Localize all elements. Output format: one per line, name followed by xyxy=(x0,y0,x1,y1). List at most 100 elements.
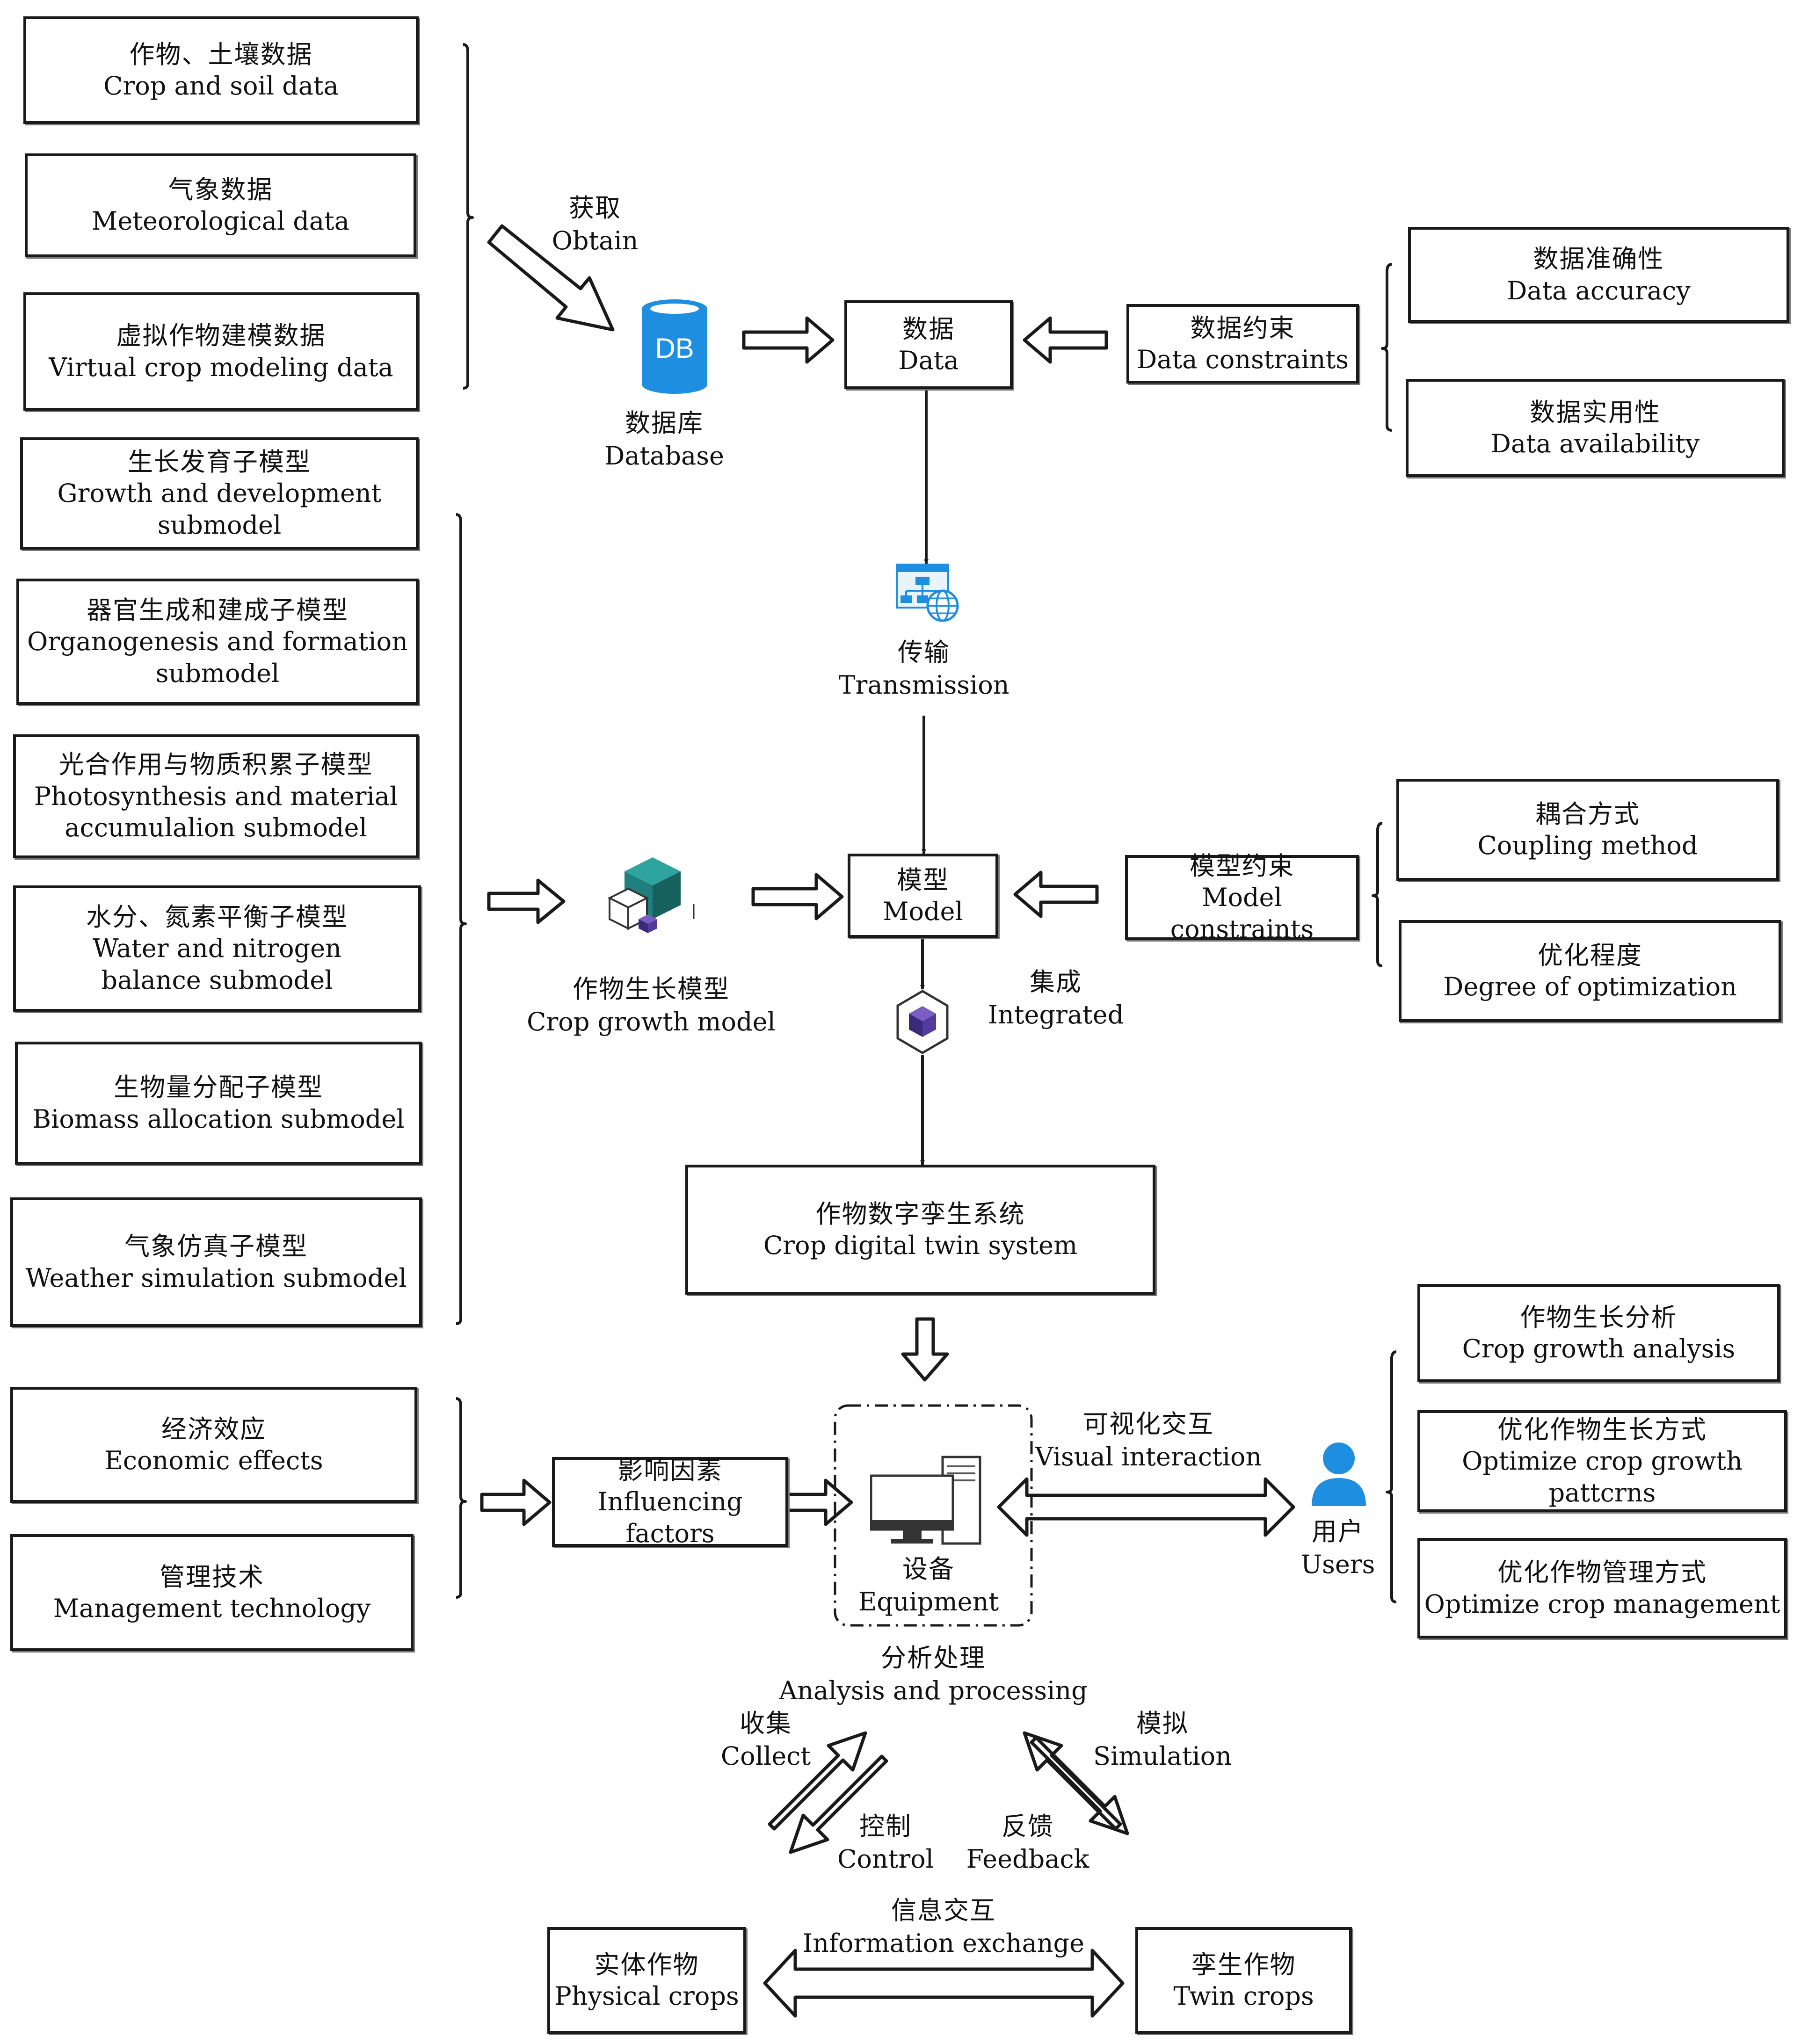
crop-growth-model-zh: 作物生长模型 xyxy=(573,974,730,1004)
equipment-label: 设备 Equipment xyxy=(858,1553,999,1618)
obtain-label: 获取 Obtain xyxy=(552,192,639,257)
optimize-patterns-zh: 优化作物生长方式 xyxy=(1497,1414,1707,1444)
physical-zh: 实体作物 xyxy=(594,1950,699,1979)
optimization-en: Degree of optimization xyxy=(1443,972,1737,1001)
simulation-label: 模拟 Simulation xyxy=(1093,1707,1232,1773)
photosynthesis-en1: Photosynthesis and material xyxy=(34,781,398,811)
simulation-en: Simulation xyxy=(1093,1741,1232,1771)
arrow-factors-to-influencing xyxy=(480,1479,552,1526)
crop-soil-en: Crop and soil data xyxy=(103,71,339,101)
influencing-zh: 影响因素 xyxy=(617,1455,723,1485)
organogenesis-en2: submodel xyxy=(155,658,280,688)
arrow-constraints-to-model xyxy=(1013,870,1099,918)
arrow-information-exchange xyxy=(763,1949,1125,2018)
management-technology-box: 管理技术 Management technology xyxy=(10,1534,414,1651)
arrow-db-to-data xyxy=(742,316,835,364)
information-exchange-zh: 信息交互 xyxy=(891,1896,996,1925)
integration-hexagon-icon xyxy=(896,990,949,1054)
influencing-en: Influencing factors xyxy=(597,1487,743,1548)
optimize-patterns-en: Optimize crop growth pattcrns xyxy=(1462,1446,1743,1508)
twin-zh: 孪生作物 xyxy=(1191,1950,1296,1979)
integrated-zh: 集成 xyxy=(1029,967,1082,997)
weather-zh: 气象仿真子模型 xyxy=(124,1232,308,1261)
visual-interaction-zh: 可视化交互 xyxy=(1083,1409,1214,1439)
optimize-management-en: Optimize crop management xyxy=(1424,1589,1780,1619)
integrated-label: 集成 Integrated xyxy=(988,966,1124,1031)
physical-en: Physical crops xyxy=(554,1981,739,2011)
data-constraints-box: 数据约束 Data constraints xyxy=(1126,304,1359,384)
arrow-collect xyxy=(768,1731,867,1831)
data-constraints-en: Data constraints xyxy=(1137,345,1349,374)
database-zh: 数据库 xyxy=(625,408,704,438)
arrow-growth-to-model xyxy=(751,873,844,921)
integrated-en: Integrated xyxy=(988,1000,1124,1030)
data-accuracy-en: Data accuracy xyxy=(1507,275,1691,305)
growth-analysis-zh: 作物生长分析 xyxy=(1520,1302,1678,1332)
growth-submodel-en1: Growth and development xyxy=(57,478,382,508)
model-box: 模型 Model xyxy=(848,854,998,938)
coupling-method-box: 耦合方式 Coupling method xyxy=(1396,779,1779,881)
feedback-label: 反馈 Feedback xyxy=(966,1810,1089,1876)
economic-en: Economic effects xyxy=(104,1446,323,1475)
arrow-system-to-equipment xyxy=(901,1317,949,1382)
optimize-management-zh: 优化作物管理方式 xyxy=(1497,1558,1707,1587)
growth-submodel-en2: submodel xyxy=(157,510,282,540)
arrow-influencing-to-equipment xyxy=(784,1479,853,1526)
twin-system-zh: 作物数字孪生系统 xyxy=(815,1199,1025,1229)
information-exchange-label: 信息交互 Information exchange xyxy=(803,1894,1084,1960)
optimization-zh: 优化程度 xyxy=(1538,940,1642,970)
optimize-management-box: 优化作物管理方式 Optimize crop management xyxy=(1417,1538,1787,1638)
optimize-growth-patterns-box: 优化作物生长方式 Optimize crop growth pattcrns xyxy=(1417,1410,1787,1512)
collect-label: 收集 Collect xyxy=(721,1707,811,1773)
economic-zh: 经济效应 xyxy=(161,1414,266,1444)
crop-digital-twin-system-box: 作物数字孪生系统 Crop digital twin system xyxy=(685,1165,1155,1295)
coupling-zh: 耦合方式 xyxy=(1535,799,1640,829)
visual-interaction-en: Visual interaction xyxy=(1035,1442,1262,1472)
users-label: 用户 Users xyxy=(1301,1515,1375,1581)
analysis-zh: 分析处理 xyxy=(880,1643,986,1673)
arrow-visual-interaction xyxy=(997,1477,1295,1537)
data-en: Data xyxy=(898,346,959,375)
biomass-submodel-box: 生物量分配子模型 Biomass allocation submodel xyxy=(15,1042,422,1165)
crop-growth-model-icon xyxy=(607,857,695,933)
management-zh: 管理技术 xyxy=(160,1562,264,1592)
crop-growth-analysis-box: 作物生长分析 Crop growth analysis xyxy=(1417,1284,1780,1382)
meteorological-data-box: 气象数据 Meteorological data xyxy=(25,153,416,257)
photosynthesis-en2: accumulalion submodel xyxy=(65,813,367,843)
analysis-processing-label: 分析处理 Analysis and processing xyxy=(779,1642,1087,1707)
users-en: Users xyxy=(1300,1550,1375,1580)
management-en: Management technology xyxy=(53,1594,371,1623)
transmission-en: Transmission xyxy=(838,670,1009,700)
data-zh: 数据 xyxy=(902,314,955,344)
water-nitrogen-zh: 水分、氮素平衡子模型 xyxy=(86,902,348,932)
influencing-factors-box: 影响因素 Influencing factors xyxy=(552,1455,788,1548)
growth-analysis-en: Crop growth analysis xyxy=(1462,1334,1736,1363)
weather-submodel-box: 气象仿真子模型 Weather simulation submodel xyxy=(10,1197,422,1327)
model-constraints-zh: 模型约束 xyxy=(1190,851,1294,881)
simulation-zh: 模拟 xyxy=(1136,1709,1189,1738)
degree-of-optimization-box: 优化程度 Degree of optimization xyxy=(1399,920,1781,1022)
coupling-en: Coupling method xyxy=(1477,831,1698,860)
virtual-modeling-en: Virtual crop modeling data xyxy=(49,352,393,382)
organogenesis-zh: 器官生成和建成子模型 xyxy=(87,595,349,625)
physical-crops-box: 实体作物 Physical crops xyxy=(547,1927,746,2034)
growth-submodel-zh: 生长发育子模型 xyxy=(128,447,311,477)
collect-en: Collect xyxy=(720,1741,811,1771)
data-availability-en: Data availability xyxy=(1490,429,1700,458)
network-transmission-icon xyxy=(896,564,959,622)
biomass-zh: 生物量分配子模型 xyxy=(114,1073,323,1102)
data-constraints-zh: 数据约束 xyxy=(1190,313,1295,343)
database-icon: DB xyxy=(642,299,707,394)
feedback-zh: 反馈 xyxy=(1001,1812,1054,1841)
brace-submodels xyxy=(456,513,467,1325)
photosynthesis-submodel-box: 光合作用与物质积累子模型 Photosynthesis and material… xyxy=(13,734,419,858)
brace-data-constraints xyxy=(1381,263,1392,432)
economic-effects-box: 经济效应 Economic effects xyxy=(10,1387,417,1503)
water-nitrogen-submodel-box: 水分、氮素平衡子模型 Water and nitrogen balance su… xyxy=(13,885,421,1012)
database-icon-text: DB xyxy=(655,333,694,364)
virtual-modeling-data-box: 虚拟作物建模数据 Virtual crop modeling data xyxy=(23,292,419,411)
computer-equipment-icon xyxy=(870,1456,981,1545)
model-constraints-en: Model constraints xyxy=(1170,883,1314,944)
